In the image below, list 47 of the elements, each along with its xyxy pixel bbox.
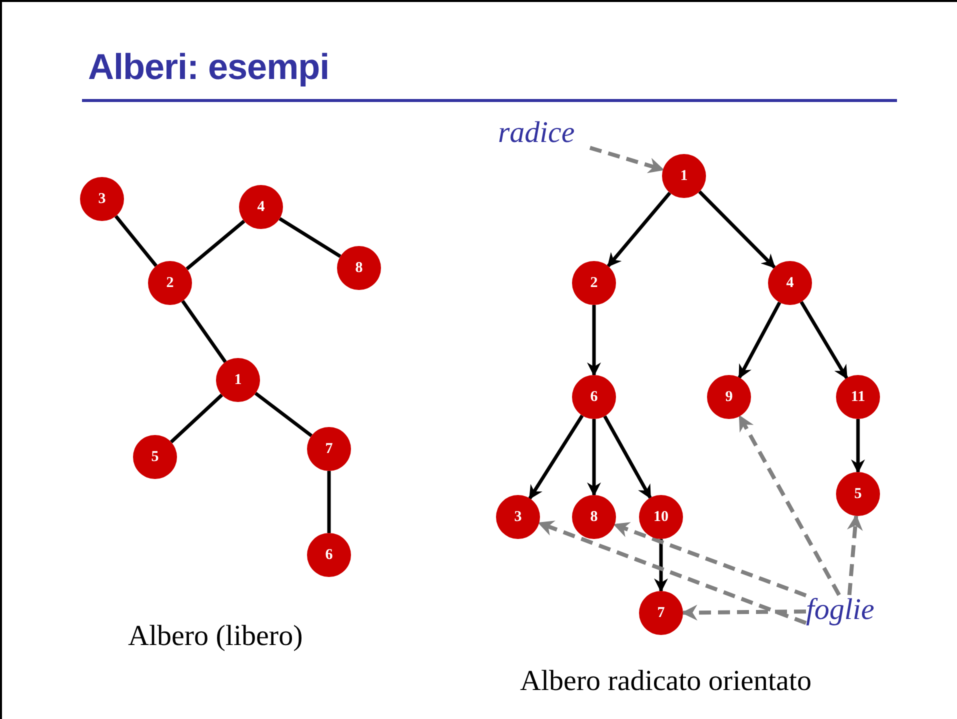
arrow bbox=[538, 520, 807, 625]
arrow bbox=[613, 522, 807, 598]
tree-node: 5 bbox=[836, 472, 880, 516]
tree-node: 6 bbox=[572, 375, 616, 419]
tree-node: 11 bbox=[836, 375, 880, 419]
caption: Albero radicato orientato bbox=[520, 665, 812, 698]
tree-edge bbox=[186, 220, 246, 270]
tree-node: 6 bbox=[307, 533, 351, 577]
tree-node: 10 bbox=[639, 495, 683, 539]
tree-node: 1 bbox=[216, 358, 260, 402]
arrow bbox=[846, 514, 863, 596]
arrow bbox=[589, 146, 664, 174]
tree-node: 8 bbox=[337, 246, 381, 290]
arrow bbox=[800, 301, 848, 380]
tree-edge bbox=[114, 215, 158, 267]
arrow bbox=[654, 539, 668, 592]
tree-node: 7 bbox=[639, 591, 683, 635]
tree-node: 4 bbox=[768, 261, 812, 305]
tree-node: 2 bbox=[148, 261, 192, 305]
tree-edge bbox=[254, 392, 313, 438]
arrow bbox=[681, 604, 806, 621]
tree-node: 8 bbox=[572, 495, 616, 539]
caption: Albero (libero) bbox=[128, 620, 303, 653]
arrow bbox=[738, 414, 841, 596]
arrow bbox=[587, 419, 601, 496]
tree-edge bbox=[181, 300, 227, 363]
tree-edge bbox=[170, 394, 224, 444]
tree-node: 7 bbox=[307, 427, 351, 471]
arrow bbox=[587, 305, 601, 376]
tree-node: 5 bbox=[133, 435, 177, 479]
tree-node: 3 bbox=[496, 495, 540, 539]
arrow bbox=[603, 415, 652, 500]
tree-node: 1 bbox=[662, 154, 706, 198]
tree-node: 4 bbox=[239, 185, 283, 229]
annotation-text: foglie bbox=[806, 595, 874, 625]
tree-node: 3 bbox=[80, 177, 124, 221]
tree-node: 9 bbox=[707, 375, 751, 419]
annotation-text: radice bbox=[498, 118, 575, 148]
arrow bbox=[738, 302, 782, 379]
tree-edge bbox=[327, 471, 331, 533]
arrow bbox=[528, 414, 584, 500]
tree-edge bbox=[278, 217, 342, 258]
arrow bbox=[606, 192, 672, 268]
arrow bbox=[851, 419, 865, 474]
slide-title: Alberi: esempi bbox=[88, 46, 330, 88]
arrow bbox=[698, 190, 776, 269]
tree-node: 2 bbox=[572, 261, 616, 305]
